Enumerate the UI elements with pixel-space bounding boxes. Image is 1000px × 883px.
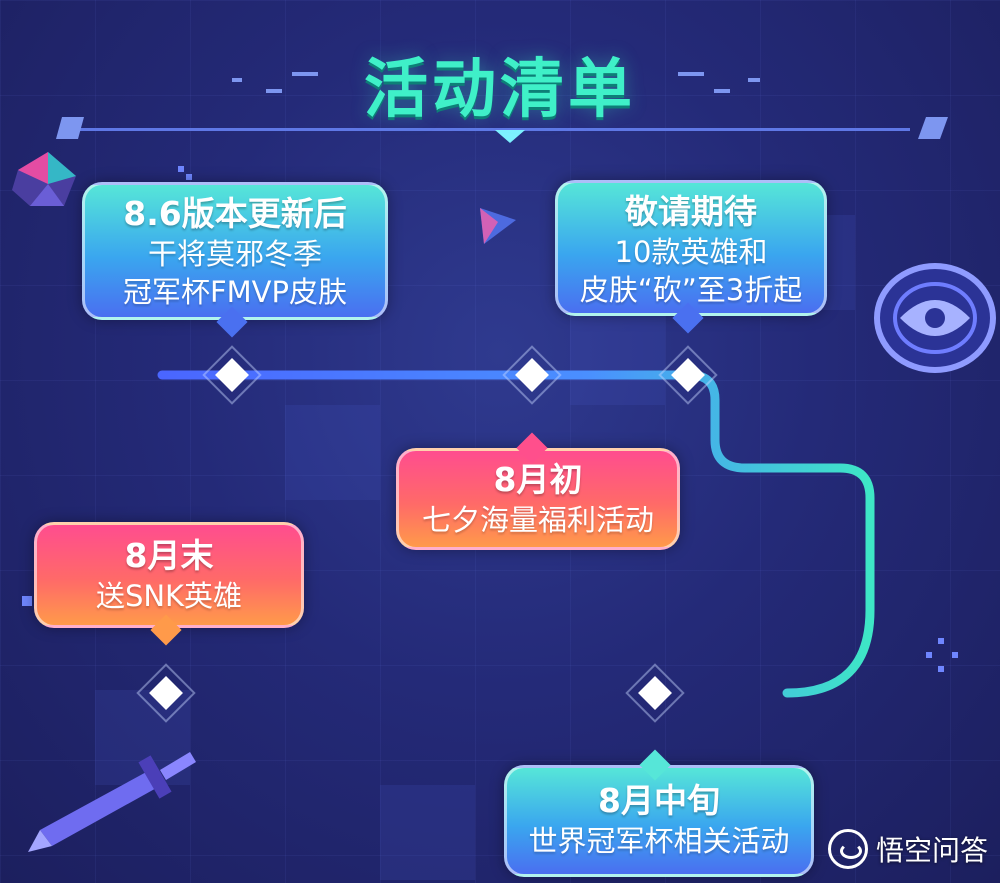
event-line: 干将莫邪冬季 [147, 237, 322, 271]
event-card-early-aug: 8月初 七夕海量福利活动 [396, 448, 680, 550]
bg-tile [380, 785, 475, 880]
event-heading: 敬请期待 [625, 192, 757, 231]
page-title: 活动清单 [364, 53, 636, 127]
event-heading: 8月末 [124, 536, 214, 575]
header-divider [56, 72, 948, 143]
watermark-text: 悟空问答 [875, 834, 988, 867]
event-card-late-aug: 8月末 送SNK英雄 [34, 522, 304, 628]
wukong-logo-icon [827, 829, 868, 869]
emblem-icon [874, 263, 996, 373]
sword-icon [28, 752, 196, 852]
event-heading: 8.6版本更新后 [123, 194, 347, 233]
event-line: 世界冠军杯相关活动 [528, 824, 790, 858]
event-card-update: 8.6版本更新后 干将莫邪冬季 冠军杯FMVP皮肤 [82, 182, 388, 320]
event-line: 10款英雄和 [614, 235, 768, 269]
event-heading: 8月中旬 [598, 781, 720, 820]
event-card-coming-soon: 敬请期待 10款英雄和 皮肤“砍”至3折起 [555, 180, 827, 316]
watermark: 悟空问答 [827, 829, 988, 869]
bg-tile [285, 405, 380, 500]
event-line: 皮肤“砍”至3折起 [579, 273, 803, 307]
prism-icon [480, 208, 516, 244]
event-line: 冠军杯FMVP皮肤 [122, 275, 348, 309]
event-line: 送SNK英雄 [95, 579, 243, 613]
event-card-mid-aug: 8月中旬 世界冠军杯相关活动 [504, 765, 814, 877]
crystal-icon [12, 152, 76, 206]
event-heading: 8月初 [493, 460, 583, 499]
bg-tile [570, 310, 665, 405]
event-line: 七夕海量福利活动 [421, 503, 654, 537]
